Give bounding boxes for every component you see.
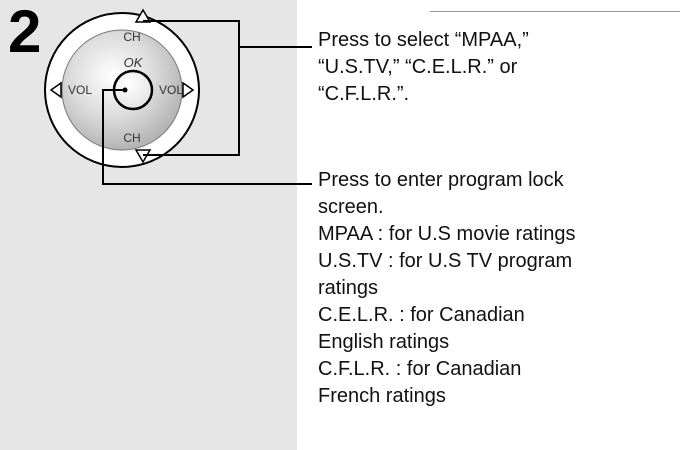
- vol-right-label: VOL: [159, 83, 183, 97]
- instruction-enter: Press to enter program lock screen. MPAA…: [318, 167, 576, 410]
- ch-down-label: CH: [123, 131, 140, 145]
- instruction-select: Press to select “MPAA,” “U.S.TV,” “C.E.L…: [318, 27, 529, 108]
- instruction-line: MPAA : for U.S movie ratings: [318, 221, 576, 248]
- instruction-line: French ratings: [318, 383, 576, 410]
- instruction-line: “C.F.L.R.”.: [318, 81, 529, 108]
- instruction-line: C.E.L.R. : for Canadian: [318, 302, 576, 329]
- instruction-line: ratings: [318, 275, 576, 302]
- instruction-line: “U.S.TV,” “C.E.L.R.” or: [318, 54, 529, 81]
- instruction-line: screen.: [318, 194, 576, 221]
- ch-up-label: CH: [123, 30, 140, 44]
- ok-label: OK: [124, 55, 144, 70]
- callout-dot: [123, 88, 128, 93]
- instruction-line: English ratings: [318, 329, 576, 356]
- instruction-line: Press to enter program lock: [318, 167, 576, 194]
- instruction-line: U.S.TV : for U.S TV program: [318, 248, 576, 275]
- instruction-line: Press to select “MPAA,”: [318, 27, 529, 54]
- instruction-line: C.F.L.R. : for Canadian: [318, 356, 576, 383]
- vol-left-label: VOL: [68, 83, 92, 97]
